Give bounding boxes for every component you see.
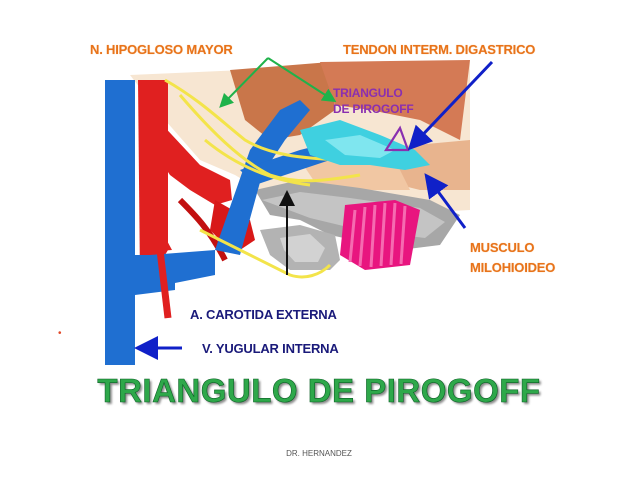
tendon-label: TENDON INTERM. DIGASTRICO [343, 42, 536, 57]
hipogloso-label: N. HIPOGLOSO MAYOR [90, 42, 233, 57]
stray-dot: • [58, 328, 62, 339]
triangulo-small-line1: TRIANGULO [333, 86, 403, 100]
musculo-line2: MILOHIOIDEO [470, 260, 556, 275]
green-arrows [219, 57, 337, 108]
musculo-label: MUSCULO MILOHIOIDEO [470, 238, 555, 278]
carotid-arrow [146, 224, 172, 319]
yugular-label: V. YUGULAR INTERNA [202, 341, 339, 356]
carotida-label: A. CAROTIDA EXTERNA [190, 307, 337, 322]
author-credit: DR. HERNANDEZ [286, 449, 352, 458]
musculo-line1: MUSCULO [470, 240, 535, 255]
triangulo-small-label: TRIANGULO DE PIROGOFF [333, 85, 414, 117]
hypoglossal-nerve [164, 78, 361, 279]
digastric-tendon [300, 120, 430, 170]
pirogoff-triangle-marker [383, 125, 410, 152]
milohioideo-muscle [340, 200, 420, 270]
triangulo-small-line2: DE PIROGOFF [333, 102, 414, 116]
slide-title: TRIANGULO DE PIROGOFF [97, 372, 541, 410]
navy-arrows [134, 60, 494, 360]
